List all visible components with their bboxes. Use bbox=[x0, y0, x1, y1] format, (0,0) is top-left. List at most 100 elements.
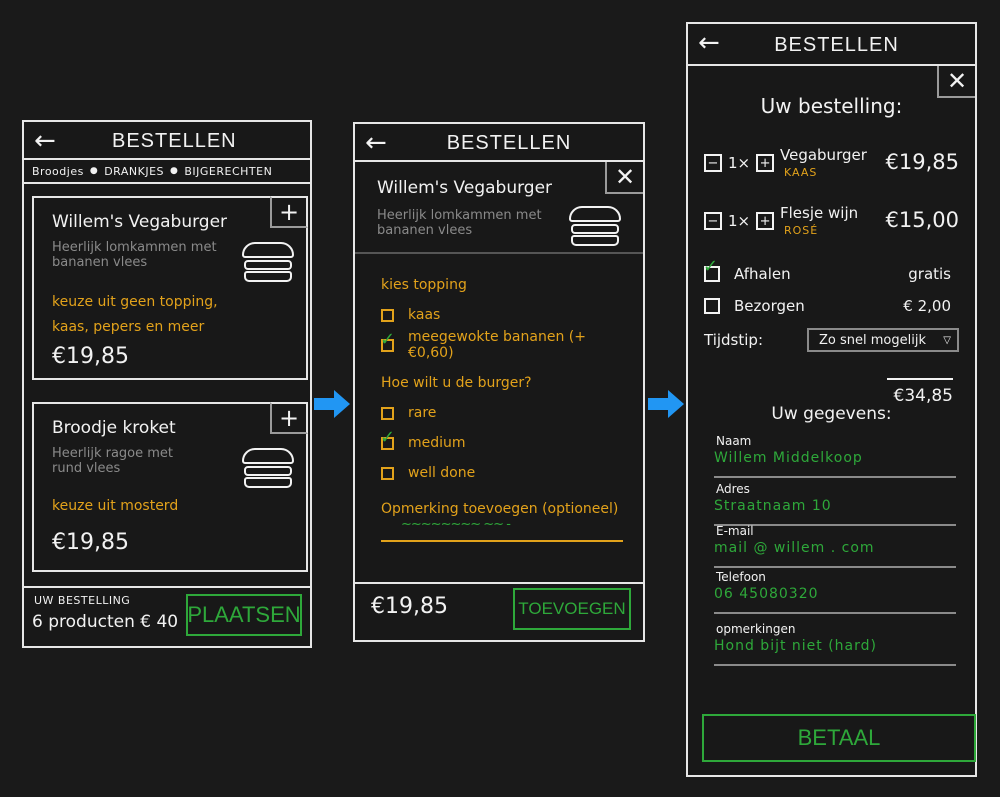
tab-bijgerechten[interactable]: BIJGERECHTEN bbox=[184, 164, 273, 178]
place-order-button[interactable]: PLAATSEN bbox=[186, 594, 302, 636]
address-field[interactable]: Adres Straatnaam 10 bbox=[714, 482, 956, 526]
note-underline bbox=[381, 540, 623, 542]
order-total: €34,85 bbox=[893, 386, 953, 406]
delivery-cost: gratis bbox=[908, 265, 951, 283]
doneness-option-rare[interactable]: rare bbox=[381, 398, 631, 428]
order-line: − 1× + Vegaburger KAAS €19,85 bbox=[704, 146, 959, 186]
product-name: Willem's Vegaburger bbox=[377, 178, 553, 198]
checkbox-checked[interactable]: ✓ bbox=[380, 330, 395, 352]
bullet-icon: ● bbox=[89, 166, 99, 176]
product-name: Willem's Vegaburger bbox=[52, 212, 228, 232]
option-label: medium bbox=[408, 435, 466, 451]
quantity: 1× bbox=[728, 212, 751, 230]
decrease-button[interactable]: − bbox=[704, 212, 722, 230]
remarks-field[interactable]: opmerkingen Hond bijt niet (hard) bbox=[714, 622, 956, 666]
decrease-button[interactable]: − bbox=[704, 154, 722, 172]
time-select[interactable]: Zo snel mogelijk ▽ bbox=[807, 328, 959, 352]
checkbox[interactable] bbox=[381, 308, 394, 322]
line-price: €19,85 bbox=[885, 150, 959, 174]
screen-product-detail: ← BESTELLEN ✕ Willem's Vegaburger Heerli… bbox=[353, 122, 645, 642]
flow-arrow-icon bbox=[314, 390, 350, 418]
field-value: mail @ willem . com bbox=[714, 540, 875, 556]
quantity: 1× bbox=[728, 154, 751, 172]
field-label: Adres bbox=[716, 482, 750, 496]
note-input[interactable]: ~~~~~~~~ ~~ - bbox=[401, 517, 511, 532]
checkbox-checked[interactable]: ✓ bbox=[380, 428, 395, 450]
time-selected: Zo snel mogelijk bbox=[819, 332, 926, 348]
close-button[interactable]: ✕ bbox=[605, 162, 643, 194]
order-footer: UW BESTELLING 6 producten € 40 PLAATSEN bbox=[24, 586, 310, 646]
product-options: keuze uit geen topping, kaas, pepers en … bbox=[52, 294, 218, 335]
checkbox[interactable] bbox=[704, 298, 720, 314]
field-label: Telefoon bbox=[716, 570, 766, 584]
back-arrow-icon[interactable]: ← bbox=[34, 126, 56, 156]
product-total-price: €19,85 bbox=[371, 594, 448, 619]
line-product-name: Flesje wijn bbox=[780, 204, 859, 222]
note-label: Opmerking toevoegen (optioneel) bbox=[381, 501, 619, 517]
increase-button[interactable]: + bbox=[756, 212, 775, 230]
pay-button[interactable]: BETAAL bbox=[702, 714, 976, 762]
page-title: BESTELLEN bbox=[112, 130, 237, 152]
line-variant: ROSÉ bbox=[784, 224, 819, 237]
delivery-cost: € 2,00 bbox=[903, 297, 951, 315]
delivery-option-afhalen[interactable]: ✓ Afhalen gratis bbox=[703, 258, 951, 288]
category-tabs: Broodjes ● DRANKJES ● BIJGERECHTEN bbox=[24, 160, 310, 184]
topping-question: kies topping bbox=[381, 277, 467, 293]
checkmark-icon: ✓ bbox=[380, 426, 396, 448]
checkbox[interactable] bbox=[381, 406, 394, 420]
time-row: Tijdstip: Zo snel mogelijk ▽ bbox=[704, 327, 959, 353]
screen-menu: ← BESTELLEN Broodjes ● DRANKJES ● BIJGER… bbox=[22, 120, 312, 648]
add-button[interactable]: + bbox=[270, 196, 308, 228]
time-label: Tijdstip: bbox=[704, 331, 763, 349]
product-name: Broodje kroket bbox=[52, 418, 176, 438]
topping-option-kaas[interactable]: kaas bbox=[381, 300, 631, 330]
burger-icon bbox=[242, 448, 294, 488]
page-title: BESTELLEN bbox=[774, 34, 899, 56]
phone-field[interactable]: Telefoon 06 45080320 bbox=[714, 570, 956, 614]
details-title: Uw gegevens: bbox=[771, 404, 892, 424]
product-description: Heerlijk lomkammen met bananen vlees bbox=[377, 208, 542, 238]
checkmark-icon: ✓ bbox=[703, 256, 719, 277]
header: ← BESTELLEN bbox=[355, 124, 643, 162]
product-footer: €19,85 TOEVOEGEN bbox=[355, 582, 643, 640]
plus-icon: + bbox=[278, 198, 300, 226]
increase-button[interactable]: + bbox=[756, 154, 775, 172]
checkbox-checked[interactable]: ✓ bbox=[703, 258, 720, 282]
add-button[interactable]: + bbox=[270, 402, 308, 434]
burger-icon bbox=[569, 206, 621, 246]
order-label: UW BESTELLING bbox=[34, 594, 131, 607]
email-field[interactable]: E-mail mail @ willem . com bbox=[714, 524, 956, 568]
back-arrow-icon[interactable]: ← bbox=[698, 28, 720, 58]
tab-drankjes[interactable]: DRANKJES bbox=[104, 164, 164, 178]
field-value: Hond bijt niet (hard) bbox=[714, 638, 877, 654]
doneness-option-well-done[interactable]: well done bbox=[381, 458, 631, 488]
field-label: E-mail bbox=[716, 524, 754, 538]
back-arrow-icon[interactable]: ← bbox=[365, 128, 387, 158]
page-title: BESTELLEN bbox=[446, 132, 572, 154]
product-card[interactable]: + Willem's Vegaburger Heerlijk lomkammen… bbox=[32, 196, 308, 380]
tab-broodjes[interactable]: Broodjes bbox=[32, 164, 84, 178]
order-title: Uw bestelling: bbox=[760, 94, 903, 118]
product-options: kies topping kaas ✓ meegewokte bananen (… bbox=[380, 270, 631, 542]
product-card[interactable]: + Broodje kroket Heerlijk ragoe met rund… bbox=[32, 402, 308, 572]
product-options: keuze uit mosterd bbox=[52, 498, 179, 514]
option-label: meegewokte bananen (+ €0,60) bbox=[408, 329, 586, 361]
product-price: €19,85 bbox=[52, 344, 129, 369]
field-label: opmerkingen bbox=[716, 622, 796, 636]
burger-icon bbox=[242, 242, 294, 282]
product-description: Heerlijk lomkammen met bananen vlees bbox=[52, 240, 217, 270]
doneness-option-medium[interactable]: ✓ medium bbox=[380, 428, 631, 458]
delivery-label: Afhalen bbox=[734, 265, 791, 283]
name-field[interactable]: Naam Willem Middelkoop bbox=[714, 434, 956, 478]
checkbox[interactable] bbox=[381, 466, 394, 480]
delivery-option-bezorgen[interactable]: Bezorgen € 2,00 bbox=[704, 292, 951, 320]
header: ← BESTELLEN bbox=[688, 24, 975, 66]
add-to-order-button[interactable]: TOEVOEGEN bbox=[513, 588, 631, 630]
option-label: well done bbox=[408, 465, 476, 481]
field-value: Willem Middelkoop bbox=[714, 450, 863, 466]
field-value: 06 45080320 bbox=[714, 586, 819, 602]
close-button[interactable]: ✕ bbox=[937, 66, 975, 98]
close-icon: ✕ bbox=[946, 67, 968, 95]
topping-option-bananen[interactable]: ✓ meegewokte bananen (+ €0,60) bbox=[380, 329, 631, 361]
option-label: kaas bbox=[408, 307, 441, 323]
